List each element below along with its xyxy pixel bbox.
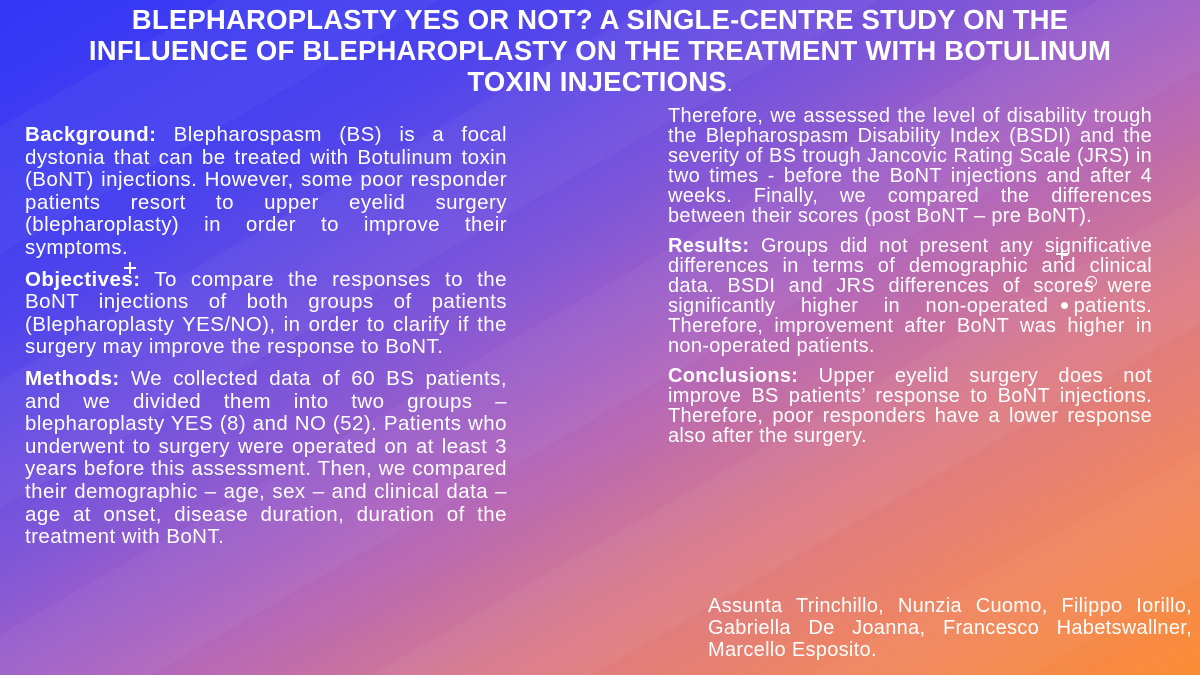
- background-text: Blepharospasm (BS) is a focal dystonia t…: [25, 123, 507, 259]
- objectives-text: To compare the responses to the BoNT inj…: [25, 267, 507, 359]
- title-period: .: [726, 74, 733, 96]
- authors: Assunta Trinchillo, Nunzia Cuomo, Filipp…: [708, 595, 1192, 661]
- conclusions-section: Conclusions: Upper eyelid surgery does n…: [668, 366, 1152, 446]
- objectives-label: Objectives:: [25, 267, 141, 291]
- dot-marker-icon: [1061, 302, 1068, 309]
- title-text: BLEPHAROPLASTY YES OR NOT? A SINGLE-CENT…: [88, 4, 1112, 97]
- background-section: Background: Blepharospasm (BS) is a foca…: [25, 123, 507, 260]
- conclusions-text: Upper eyelid surgery does not improve BS…: [668, 365, 1152, 447]
- objectives-section: Objectives: To compare the responses to …: [25, 267, 507, 359]
- results-section: Results: Groups did not present any sign…: [668, 236, 1152, 356]
- right-column: Therefore, we assessed the level of disa…: [668, 106, 1152, 456]
- left-column: Background: Blepharospasm (BS) is a foca…: [25, 123, 507, 558]
- plus-marker-icon: [1056, 248, 1068, 260]
- background-label: Background:: [25, 123, 157, 146]
- results-text: Groups did not present any significative…: [668, 235, 1152, 357]
- methods-continued: Therefore, we assessed the level of disa…: [668, 105, 1152, 227]
- methods-label: Methods:: [25, 366, 120, 390]
- plus-marker-icon: [124, 262, 136, 274]
- methods-section: Methods: We collected data of 60 BS pati…: [25, 366, 507, 549]
- circle-marker-icon: [1086, 276, 1097, 287]
- methods-text: We collected data of 60 BS patients, and…: [25, 366, 507, 549]
- poster-title: BLEPHAROPLASTY YES OR NOT? A SINGLE-CENT…: [60, 4, 1140, 101]
- conclusions-label: Conclusions:: [668, 365, 799, 387]
- results-label: Results:: [668, 235, 750, 257]
